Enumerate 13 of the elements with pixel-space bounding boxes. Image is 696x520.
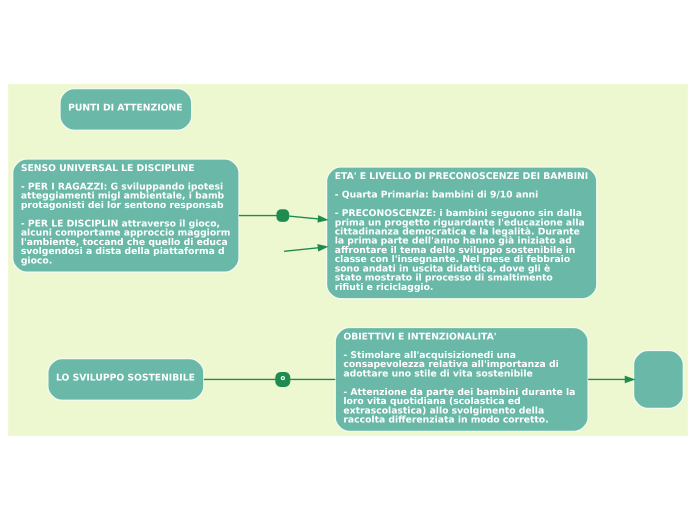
arrow [588,376,636,384]
connector [290,378,336,380]
node-box: ETA' E LIVELLO DI PRECONOSCENZE DEI BAMBINI - Quarta Primaria: bambini di 9/10 anni - PRECONOSCENZE: i bambini seguono sin dalla prima un progetto riguardante l'educazione alla cittadinanza democratica e la legalità. Durante la prima parte dell'anno hanno già iniziato ad affrontare il tema dello sviluppo sostenibile in classe con l'insegnante. Nel mese di febbraio sono andati in uscita didattica, dove gli è stato mostrato il processo di smaltimento rifiuti e riciclaggio. [326,166,598,300]
node-box: PUNTI DI ATTENZIONE [59,88,192,131]
node-box: SENSO UNIVERSAL LE DISCIPLINE - PER I RAGAZZI: G sviluppando ipotesi atteggiamenti migl ambientale, i bamb protagonisti dei lor sentono responsab - PER LE DISCIPLIN attraverso il gioco, alcuni comportame approccio maggiorm l'ambiente, toccand che quello di educa svolgendosi a dista della piattaforma d gioco. [12,158,240,273]
connector [238,214,277,216]
node-box [276,209,290,222]
connector [204,378,276,380]
arrow [288,215,329,223]
node-box [633,350,684,409]
node-box: OBIETTIVI E INTENZIONALITA' - Stimolare all'acquisizionedi una consapevolezza relativa all'importanza di adottare uno stile di vita sostenibile - Attenzione da parte dei bambini durante la loro vita quotidiana (scolastica ed extrascolastica) allo svolgimento della raccolta differenziata in modo corretto. [334,326,589,432]
arrow [284,244,329,252]
node-box: LO SVILUPPO SOSTENIBILE [47,358,204,401]
